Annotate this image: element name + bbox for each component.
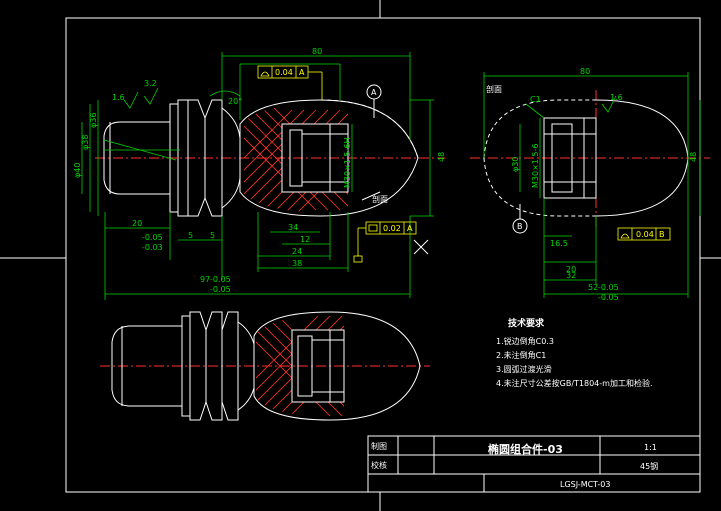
v1-section-label: 剖面 xyxy=(372,194,388,204)
v1-dia-2: φ38 xyxy=(81,135,90,150)
v1-tol-label: 97 xyxy=(200,275,210,284)
tb-material: 45钢 xyxy=(640,461,658,471)
v2-datum-label: B xyxy=(517,222,523,231)
v1-rough-2: 3.2 xyxy=(144,79,157,88)
v1-dim-a-tol2: -0.03 xyxy=(142,243,163,252)
view2-dimensions: 80 C1 1.6 M30×1.5-6 φ30 48 16.5 20 32 52… xyxy=(483,67,701,302)
tb-code: LGSJ-MCT-03 xyxy=(560,480,610,489)
v1-datum-label: A xyxy=(371,88,377,97)
v1-rough-1: 1.6 xyxy=(112,93,125,102)
v1-dia-1: φ40 xyxy=(73,163,82,178)
notes-title: 技术要求 xyxy=(508,317,545,329)
note-4: 4.未注尺寸公差按GB/T1804-m加工和检验. xyxy=(496,378,652,388)
v1-dim-c: 5 xyxy=(210,231,215,240)
tb-label-check: 校核 xyxy=(371,460,387,470)
note-1: 1.锐边倒角C0.3 xyxy=(496,336,554,346)
drawing-frame xyxy=(65,17,701,493)
v2-height: 48 xyxy=(689,152,698,162)
view1-dimensions: 80 20 -0.05 -0.03 5 5 34 12 24 38 97 -0.… xyxy=(73,47,446,300)
v1-datum: A xyxy=(366,84,382,118)
v1-dim-a-tol1: -0.05 xyxy=(142,233,163,242)
v1-fcf-mid-datum: A xyxy=(407,224,413,233)
view3-part xyxy=(100,311,430,421)
v1-dim-b: 5 xyxy=(188,231,193,240)
title-block: 制图 校核 椭圆组合件-03 1:1 45钢 LGSJ-MCT-03 xyxy=(367,435,701,493)
v1-fcf-mid-val: 0.02 xyxy=(383,224,401,233)
v1-fcf-top-val: 0.04 xyxy=(275,68,293,77)
note-2: 2.未注倒角C1 xyxy=(496,350,546,360)
v2-roughness: 1.6 xyxy=(610,93,623,102)
v1-dim-d: 34 xyxy=(288,223,298,232)
v1-dim-g: 38 xyxy=(292,259,302,268)
v1-fcf-mid: 0.02 A xyxy=(353,221,429,263)
v2-dim-b: 20 xyxy=(566,265,576,274)
v2-dim-c: 32 xyxy=(566,271,576,280)
note-3: 3.圆弧过渡光滑 xyxy=(496,364,552,374)
v2-tol-label: 52 xyxy=(588,283,598,292)
v2-dia: φ30 xyxy=(511,157,520,172)
v1-dim-e: 12 xyxy=(300,235,310,244)
v1-tol-upper: -0.05 xyxy=(210,275,231,284)
v1-fcf-top-datum: A xyxy=(299,68,305,77)
tb-label-drawing: 制图 xyxy=(371,441,387,451)
v2-fcf: 0.04 B xyxy=(617,227,671,241)
v1-fcf-top: 0.04 A xyxy=(257,65,323,100)
v2-tol-upper: -0.05 xyxy=(598,283,619,292)
v2-fcf-val: 0.04 xyxy=(636,230,654,239)
tb-name: 椭圆组合件-03 xyxy=(488,442,563,456)
v1-tol-lower: -0.05 xyxy=(210,285,231,294)
v1-thread: M30×1.5-6H xyxy=(343,138,352,189)
v1-dim-f: 24 xyxy=(292,247,302,256)
v2-fcf-datum: B xyxy=(659,230,665,239)
v2-overall-dim: 80 xyxy=(580,67,590,76)
v1-angle: 20° xyxy=(228,97,242,106)
v2-thread: M30×1.5-6 xyxy=(531,144,540,188)
v2-datum: B xyxy=(512,204,528,234)
v2-chamfer: C1 xyxy=(530,95,541,104)
view1-part xyxy=(95,99,445,217)
v2-dim-a: 16.5 xyxy=(550,239,568,248)
view2-part xyxy=(470,90,710,226)
v1-height: 48 xyxy=(437,152,446,162)
v2-tol-lower: -0.05 xyxy=(598,293,619,302)
v1-dia-3: φ36 xyxy=(89,113,98,128)
v1-overall-dim: 80 xyxy=(312,47,322,56)
technical-notes: 技术要求 1.锐边倒角C0.3 2.未注倒角C1 3.圆弧过渡光滑 4.未注尺寸… xyxy=(496,317,652,388)
v1-dim-a: 20 xyxy=(132,219,142,228)
tb-scale: 1:1 xyxy=(644,443,657,452)
v2-section-label: 剖面 xyxy=(486,84,502,94)
